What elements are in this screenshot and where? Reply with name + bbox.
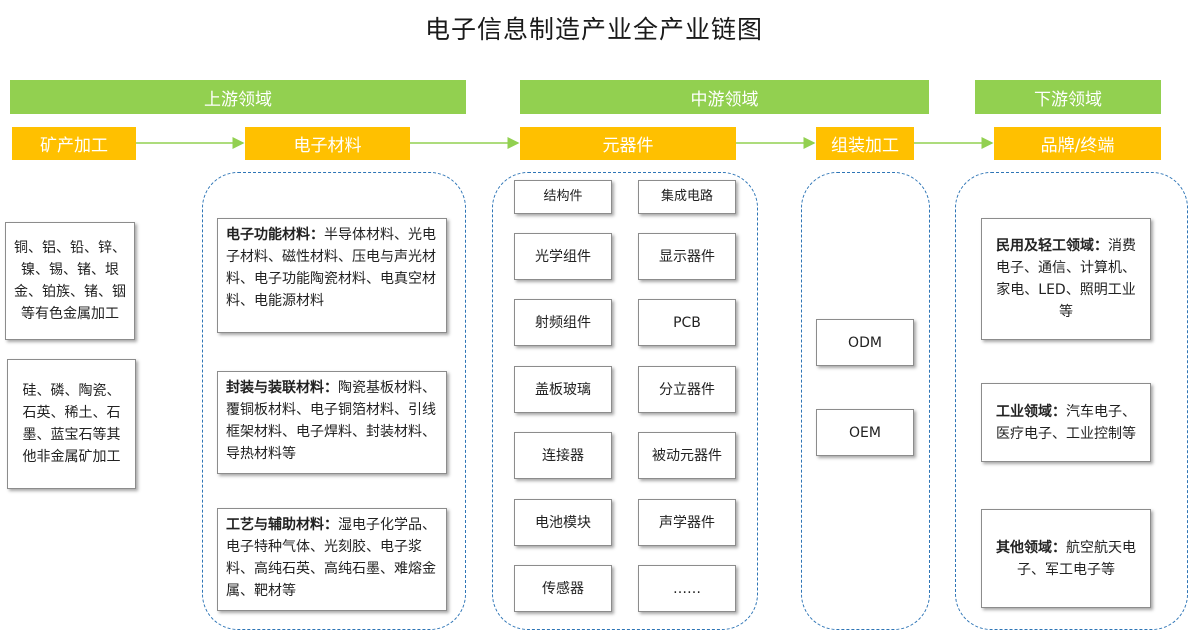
assembly-oem-box: OEM xyxy=(816,409,914,456)
downstream-other-box: 其他领域：航空航天电子、军工电子等 xyxy=(981,509,1151,608)
stage-mining: 矿产加工 xyxy=(12,127,136,160)
mining-nonmetal-box: 硅、磷、陶瓷、石英、稀土、石墨、蓝宝石等其他非金属矿加工 xyxy=(7,359,136,489)
downstream-consumer-text: 消费电子、通信、计算机、家电、LED、照明工业等 xyxy=(996,238,1136,320)
mining-nonferrous-box: 铜、铝、铅、锌、镍、锡、锗、垠金、铂族、锗、铟等有色金属加工 xyxy=(5,222,135,340)
materials-packaging-heading: 封装与装联材料： xyxy=(226,380,338,396)
component-box: 被动元器件 xyxy=(638,432,736,479)
downstream-consumer-heading: 民用及轻工领域： xyxy=(996,238,1108,254)
downstream-industrial-text: 汽车电子、医疗电子、工业控制等 xyxy=(996,403,1136,442)
component-box: 结构件 xyxy=(514,180,612,214)
components-group xyxy=(492,172,758,630)
downstream-other-text: 航空航天电子、军工电子等 xyxy=(1017,539,1136,578)
materials-packaging-text: 陶瓷基板材料、覆铜板材料、电子铜箔材料、引线框架材料、电子焊料、封装材料、导热材… xyxy=(226,380,436,462)
component-box: PCB xyxy=(638,299,736,346)
mining-nonferrous-text: 铜、铝、铅、锌、镍、锡、锗、垠金、铂族、锗、铟等有色金属加工 xyxy=(14,240,126,322)
downstream-industrial-box: 工业领域：汽车电子、医疗电子、工业控制等 xyxy=(981,383,1151,462)
materials-functional-box: 电子功能材料：半导体材料、光电子材料、磁性材料、压电与声光材料、电子功能陶瓷材料… xyxy=(217,218,447,333)
downstream-other-heading: 其他领域： xyxy=(996,539,1066,556)
component-box: 集成电路 xyxy=(638,180,736,214)
component-box: …… xyxy=(638,565,736,612)
component-box: 射频组件 xyxy=(514,299,612,346)
materials-group xyxy=(202,172,466,630)
section-upstream: 上游领域 xyxy=(10,80,466,114)
assembly-odm-box: ODM xyxy=(816,319,914,366)
diagram-title: 电子信息制造产业全产业链图 xyxy=(424,15,763,44)
section-midstream: 中游领域 xyxy=(520,80,929,114)
materials-process-box: 工艺与辅助材料：湿电子化学品、电子特种气体、光刻胶、电子浆料、高纯石英、高纯石墨… xyxy=(217,508,447,611)
section-downstream: 下游领域 xyxy=(975,80,1161,114)
materials-process-heading: 工艺与辅助材料： xyxy=(226,517,338,533)
component-box: 传感器 xyxy=(514,565,612,612)
stage-materials: 电子材料 xyxy=(245,127,410,160)
materials-functional-heading: 电子功能材料： xyxy=(226,227,324,243)
mining-nonmetal-text: 硅、磷、陶瓷、石英、稀土、石墨、蓝宝石等其他非金属矿加工 xyxy=(22,383,121,465)
downstream-industrial-heading: 工业领域： xyxy=(996,403,1066,420)
assembly-group xyxy=(801,172,930,630)
component-box: 显示器件 xyxy=(638,233,736,280)
stage-components: 元器件 xyxy=(520,127,736,160)
materials-process-text: 湿电子化学品、电子特种气体、光刻胶、电子浆料、高纯石英、高纯石墨、难熔金属、靶材… xyxy=(226,517,436,599)
component-box: 连接器 xyxy=(514,432,612,479)
component-box: 声学器件 xyxy=(638,499,736,546)
materials-packaging-box: 封装与装联材料：陶瓷基板材料、覆铜板材料、电子铜箔材料、引线框架材料、电子焊料、… xyxy=(217,371,447,474)
stage-brand: 品牌/终端 xyxy=(994,127,1161,160)
downstream-consumer-box: 民用及轻工领域：消费电子、通信、计算机、家电、LED、照明工业等 xyxy=(981,218,1151,340)
component-box: 光学组件 xyxy=(514,233,612,280)
component-box: 盖板玻璃 xyxy=(514,366,612,413)
component-box: 电池模块 xyxy=(514,499,612,546)
materials-functional-text: 半导体材料、光电子材料、磁性材料、压电与声光材料、电子功能陶瓷材料、电真空材料、… xyxy=(226,227,436,309)
component-box: 分立器件 xyxy=(638,366,736,413)
stage-assembly: 组装加工 xyxy=(816,127,914,160)
